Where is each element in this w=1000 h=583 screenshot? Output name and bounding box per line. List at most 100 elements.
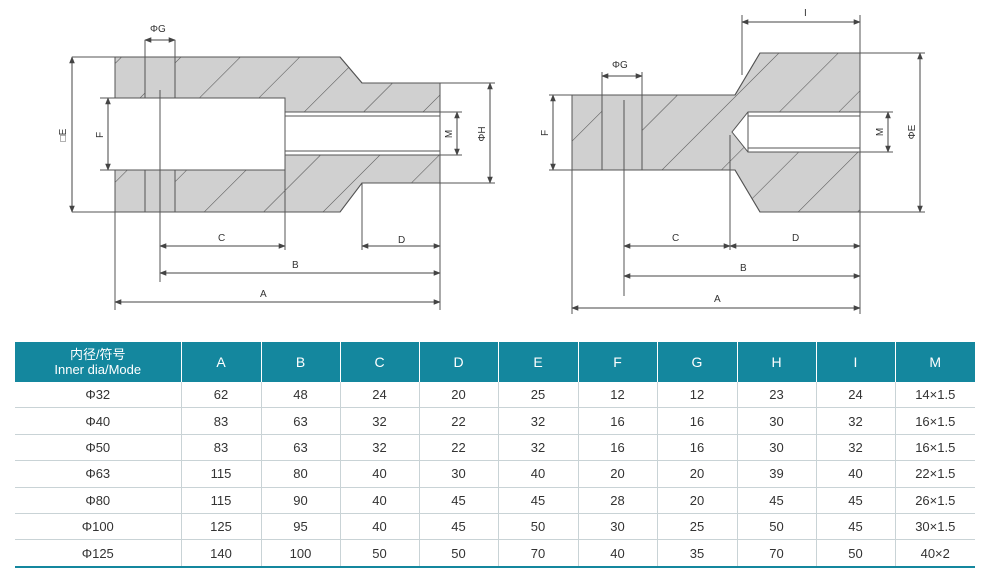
- table-cell: 20: [578, 460, 658, 488]
- table-cell: 95: [261, 513, 341, 541]
- right-label-c: C: [672, 233, 679, 244]
- left-label-phi-h: ΦH: [477, 126, 488, 141]
- left-label-a: A: [260, 289, 267, 300]
- left-label-f: F: [95, 132, 106, 138]
- table-cell: 140: [181, 539, 262, 568]
- right-label-b: B: [740, 263, 747, 274]
- table-cell: 45: [498, 487, 579, 514]
- right-label-m: M: [875, 128, 886, 136]
- table-cell: 16: [657, 434, 738, 462]
- table-cell: 50: [737, 513, 817, 541]
- header-col: G: [657, 342, 738, 382]
- left-label-sq-e: □E: [58, 128, 69, 141]
- table-cell: 20: [657, 460, 738, 488]
- header-inner-dia-zh: 内径/符号: [69, 347, 126, 362]
- table-cell: 83: [181, 434, 262, 462]
- table-cell: 45: [816, 487, 896, 514]
- table-cell: 22: [419, 407, 499, 435]
- table-cell: 24: [340, 382, 420, 409]
- table-cell: 16×1.5: [895, 407, 975, 435]
- table-cell: 32: [816, 434, 896, 462]
- table-cell: 40×2: [895, 539, 975, 568]
- table-cell: 30: [419, 460, 499, 488]
- header-col: I: [816, 342, 896, 382]
- table-cell: 16: [578, 434, 658, 462]
- table-cell: 40: [340, 513, 420, 541]
- table-cell: 50: [816, 539, 896, 568]
- right-label-a: A: [714, 294, 721, 305]
- spec-table: 内径/符号 Inner dia/Mode A B C D E F G H I M…: [15, 342, 975, 568]
- table-cell: 32: [498, 434, 579, 462]
- table-cell: 45: [737, 487, 817, 514]
- table-cell: 14×1.5: [895, 382, 975, 409]
- table-cell: 40: [816, 460, 896, 488]
- table-cell: 40: [498, 460, 579, 488]
- table-cell: 50: [340, 539, 420, 568]
- table-cell: 26×1.5: [895, 487, 975, 514]
- left-label-c: C: [218, 233, 225, 244]
- header-col: E: [498, 342, 579, 382]
- table-cell: 32: [816, 407, 896, 435]
- table-cell: 40: [578, 539, 658, 568]
- table-cell: 90: [261, 487, 341, 514]
- table-cell: 70: [737, 539, 817, 568]
- table-header-row: 内径/符号 Inner dia/Mode A B C D E F G H I M: [15, 342, 975, 382]
- right-label-phi-g: ΦG: [612, 60, 628, 71]
- table-cell-inner-dia: Φ63: [15, 460, 182, 488]
- table-cell-inner-dia: Φ32: [15, 382, 182, 409]
- table-cell: 40: [340, 487, 420, 514]
- table-cell: 70: [498, 539, 579, 568]
- header-col: M: [895, 342, 975, 382]
- table-cell: 125: [181, 513, 262, 541]
- table-cell: 23: [737, 382, 817, 409]
- table-cell: 48: [261, 382, 341, 409]
- table-cell-inner-dia: Φ50: [15, 434, 182, 462]
- right-label-f: F: [540, 130, 551, 136]
- header-col: F: [578, 342, 658, 382]
- table-cell: 63: [261, 407, 341, 435]
- right-pin: [601, 94, 643, 171]
- table-cell: 100: [261, 539, 341, 568]
- table-cell-inner-dia: Φ80: [15, 487, 182, 514]
- table-cell: 115: [181, 460, 262, 488]
- table-cell: 83: [181, 407, 262, 435]
- header-inner-dia: 内径/符号 Inner dia/Mode: [15, 342, 182, 382]
- table-cell: 25: [498, 382, 579, 409]
- table-cell: 25: [657, 513, 738, 541]
- table-cell: 32: [340, 434, 420, 462]
- left-label-b: B: [292, 260, 299, 271]
- table-cell: 12: [657, 382, 738, 409]
- header-col: D: [419, 342, 499, 382]
- table-cell: 50: [498, 513, 579, 541]
- table-cell: 115: [181, 487, 262, 514]
- table-cell: 20: [419, 382, 499, 409]
- table-cell: 32: [340, 407, 420, 435]
- right-label-d: D: [792, 233, 799, 244]
- table-cell: 30: [737, 407, 817, 435]
- table-cell: 62: [181, 382, 262, 409]
- right-thread-hole: [731, 111, 861, 153]
- table-cell: 45: [419, 513, 499, 541]
- table-cell: 30×1.5: [895, 513, 975, 541]
- left-label-m: M: [444, 130, 455, 138]
- table-cell-inner-dia: Φ125: [15, 539, 182, 568]
- table-cell: 32: [498, 407, 579, 435]
- right-label-i: I: [804, 8, 807, 19]
- table-cell: 16: [578, 407, 658, 435]
- table-cell: 16×1.5: [895, 434, 975, 462]
- table-cell: 40: [340, 460, 420, 488]
- table-cell-inner-dia: Φ100: [15, 513, 182, 541]
- header-col: B: [261, 342, 341, 382]
- right-adapter-drawing: [549, 15, 925, 314]
- left-adapter-drawing: [69, 37, 495, 310]
- table-cell: 24: [816, 382, 896, 409]
- technical-drawings: ΦG □E F M ΦH C D B A: [58, 8, 925, 314]
- left-label-d: D: [398, 235, 405, 246]
- table-cell: 45: [816, 513, 896, 541]
